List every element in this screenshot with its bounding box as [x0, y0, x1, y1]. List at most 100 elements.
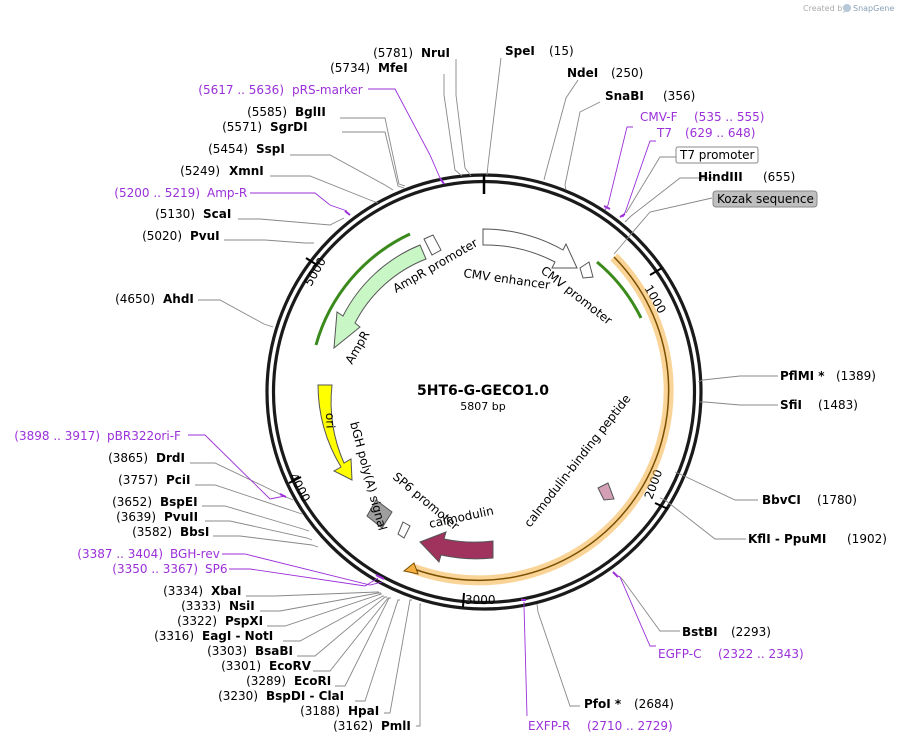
primer-amp-r-range: (5200 .. 5219) — [114, 186, 200, 200]
bgh-polya-box — [366, 499, 393, 529]
site-ecorv-pos: (3301) — [221, 659, 261, 673]
site-pflmi-pos: (1389) — [836, 369, 876, 383]
site-hindiii-pos: (655) — [763, 170, 795, 184]
primer-prs-marker-name: pRS-marker — [292, 83, 363, 97]
t7-promoter-leader — [625, 156, 676, 214]
site-pflmi-name: PflMI * — [780, 369, 825, 383]
site-pmli-name: PmlI — [381, 719, 411, 733]
site-bspei-pos: (3652) — [112, 495, 152, 509]
tick-4000 — [288, 476, 302, 484]
site-sfii-pos: (1483) — [818, 398, 858, 412]
sites-right: SpeI (15) NdeI (250) SnaBI (356) HindIII… — [505, 44, 887, 711]
site-xbai-pos: (3334) — [163, 584, 203, 598]
site-bsabi-name: BsaBI — [255, 644, 293, 658]
site-sfii-name: SfiI — [780, 398, 802, 412]
site-pfoi-pos: (2684) — [634, 697, 674, 711]
tick-3000 — [462, 592, 465, 608]
primer-exfp-r-range: (2710 .. 2729) — [587, 719, 673, 733]
primer-bgh-rev-name: BGH-rev — [170, 547, 220, 561]
site-hpai-pos: (3188) — [300, 704, 340, 718]
site-mfei-name: MfeI — [378, 61, 408, 75]
site-bglii-pos: (5585) — [247, 105, 287, 119]
site-ecori-pos: (3289) — [246, 674, 286, 688]
primer-egfp-c-range: (2322 .. 2343) — [718, 647, 804, 661]
calmodulin-arrow — [419, 531, 494, 563]
site-snabi-name: SnaBI — [605, 89, 644, 103]
cmv-enhancer-label: CMV enhancer — [463, 266, 551, 292]
tick-5000 — [305, 257, 318, 266]
tick-label-3000: 3000 — [465, 593, 496, 607]
site-kfli-ppumi-pos: (1902) — [847, 532, 887, 546]
watermark-prefix: Created by — [803, 4, 847, 13]
site-pvui-pos: (5020) — [142, 229, 182, 243]
tick-label-5000: 5000 — [301, 255, 328, 288]
site-bstbi-name: BstBI — [682, 625, 718, 639]
ori-label: ori — [323, 413, 338, 429]
egfp-arrowhead — [402, 562, 419, 575]
site-eagi-noti-pos: (3316) — [154, 629, 194, 643]
cmv-enhancer-arrow — [482, 228, 578, 269]
cmv-promoter-arrow — [579, 261, 594, 279]
site-ecorv-name: EcoRV — [269, 659, 312, 673]
site-bbsi-name: BbsI — [180, 525, 209, 539]
ampr-backbone-strip — [314, 232, 411, 346]
primer-amp-r-name: Amp-R — [207, 186, 247, 200]
site-drdi-pos: (3865) — [108, 451, 148, 465]
watermark-brand: SnapGene — [853, 4, 894, 13]
primer-cmv-f-range: (535 .. 555) — [694, 110, 764, 124]
primer-exfp-r-name: EXFP-R — [528, 719, 570, 733]
site-scai-pos: (5130) — [155, 207, 195, 221]
site-pspxi-pos: (3322) — [177, 614, 217, 628]
site-pvui-name: PvuI — [190, 229, 220, 243]
primer-sp6-name: SP6 — [205, 562, 228, 576]
site-pvuii-pos: (3639) — [116, 510, 156, 524]
site-hindiii-name: HindIII — [698, 170, 743, 184]
site-scai-name: ScaI — [203, 207, 231, 221]
site-bbsi-pos: (3582) — [132, 525, 172, 539]
site-xmni-name: XmnI — [229, 164, 264, 178]
primer-pbr322ori-f-name: pBR322ori-F — [107, 429, 181, 443]
site-xbai-name: XbaI — [211, 584, 241, 598]
site-spei-name: SpeI — [505, 44, 535, 58]
site-snabi-pos: (356) — [663, 89, 695, 103]
primer-cmv-f-name: CMV-F — [640, 110, 678, 124]
site-ecori-name: EcoRI — [294, 674, 331, 688]
site-xmni-pos: (5249) — [180, 164, 220, 178]
boxed-features: T7 promoter Kozak sequence — [625, 146, 818, 214]
site-sgrdi-name: SgrDI — [270, 120, 308, 134]
cmv-promoter-label: CMV promoter — [538, 263, 615, 327]
site-bspei-name: BspEI — [160, 495, 198, 509]
site-nrui-name: NruI — [421, 46, 450, 60]
site-pvuii-name: PvuII — [164, 510, 198, 524]
plasmid-name: 5HT6-G-GECO1.0 — [417, 383, 549, 399]
site-bglii-name: BglII — [295, 105, 326, 119]
site-ndei-name: NdeI — [567, 66, 598, 80]
primer-egfp-c-name: EGFP-C — [658, 647, 701, 661]
sp6-promoter-arrow — [397, 521, 411, 539]
snapgene-logo-icon — [843, 4, 851, 12]
site-ndei-pos: (250) — [611, 66, 643, 80]
primers: (5617 .. 5636) pRS-marker (5200 .. 5219)… — [14, 83, 803, 733]
site-mfei-pos: (5734) — [330, 61, 370, 75]
site-spei-pos: (15) — [549, 44, 574, 58]
cmv-backbone-strip — [596, 260, 643, 319]
calmodulin-binding-peptide-arrow — [597, 482, 615, 501]
ampr-arrow — [333, 244, 427, 350]
primer-pbr322ori-f-range: (3898 .. 3917) — [14, 429, 100, 443]
calmodulin-binding-peptide-label: calmodulin-binding peptide — [521, 392, 633, 530]
primer-sp6-range: (3350 .. 3367) — [112, 562, 198, 576]
site-bbvci-name: BbvCI — [762, 493, 801, 507]
primer-bgh-rev-range: (3387 .. 3404) — [77, 547, 163, 561]
plasmid-size: 5807 bp — [460, 400, 505, 413]
primer-markers — [279, 177, 626, 601]
site-bspdi-clai-name: BspDI - ClaI — [266, 689, 344, 703]
site-kfli-ppumi-name: KflI - PpuMI — [748, 532, 826, 546]
ori-arrow — [317, 384, 353, 481]
site-pmli-pos: (3162) — [333, 719, 373, 733]
site-ahdi-name: AhdI — [163, 292, 194, 306]
ampr-promoter-arrow — [423, 234, 442, 256]
egfp-feature-outline — [413, 256, 670, 582]
kozak-sequence-label: Kozak sequence — [717, 192, 814, 206]
primer-prs-marker-range: (5617 .. 5636) — [198, 83, 284, 97]
site-bspdi-clai-pos: (3230) — [218, 689, 258, 703]
